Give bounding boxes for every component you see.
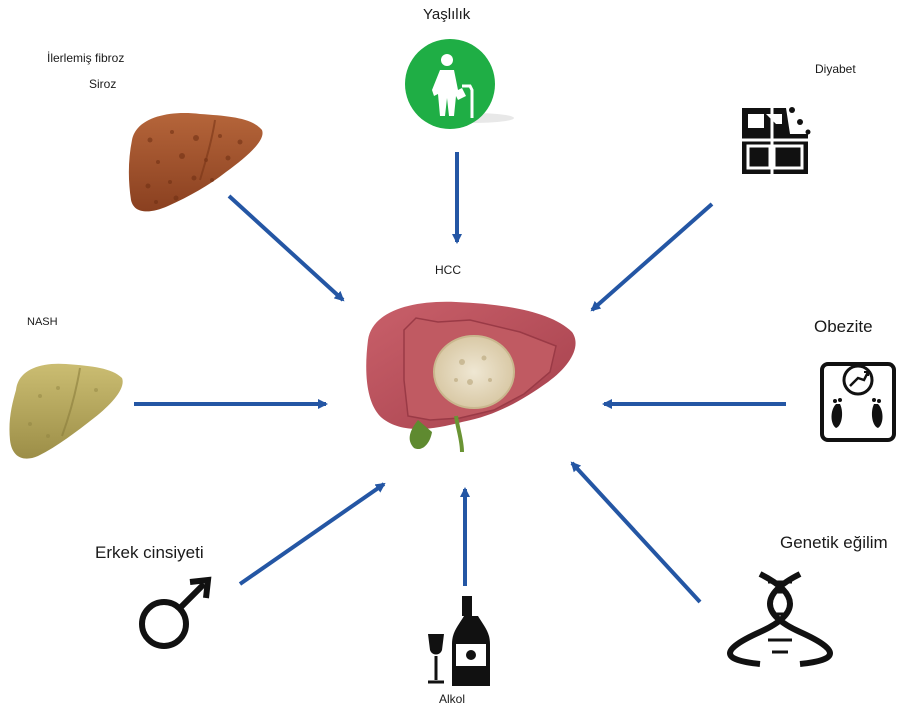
label-male-sex: Erkek cinsiyeti — [95, 543, 204, 563]
label-obesity: Obezite — [814, 317, 873, 337]
label-nash: NASH — [27, 316, 58, 328]
label-age: Yaşlılık — [423, 6, 470, 23]
label-genetic: Genetik eğilim — [780, 533, 888, 553]
male-symbol-icon — [142, 580, 208, 646]
label-hcc: HCC — [435, 263, 461, 277]
cirrhotic-liver-icon — [129, 113, 263, 211]
hcc-liver-icon — [366, 302, 575, 452]
arrow-diabetes — [592, 204, 712, 310]
weight-scale-icon — [822, 364, 894, 440]
elderly-person-icon — [405, 39, 514, 129]
sugar-cube-icon — [742, 107, 811, 174]
label-fibrosis-line2: Siroz — [89, 77, 116, 91]
arrow-genetic — [572, 463, 700, 602]
fatty-liver-icon — [9, 364, 122, 459]
dna-helix-icon — [730, 574, 830, 664]
label-alcohol: Alkol — [439, 692, 465, 706]
label-fibrosis-line1: İlerlemiş fibroz — [47, 51, 124, 65]
label-diabetes: Diyabet — [815, 62, 856, 76]
arrow-fibrosis — [229, 196, 343, 300]
wine-bottle-glass-icon — [428, 596, 490, 686]
arrow-male-sex — [240, 484, 384, 584]
